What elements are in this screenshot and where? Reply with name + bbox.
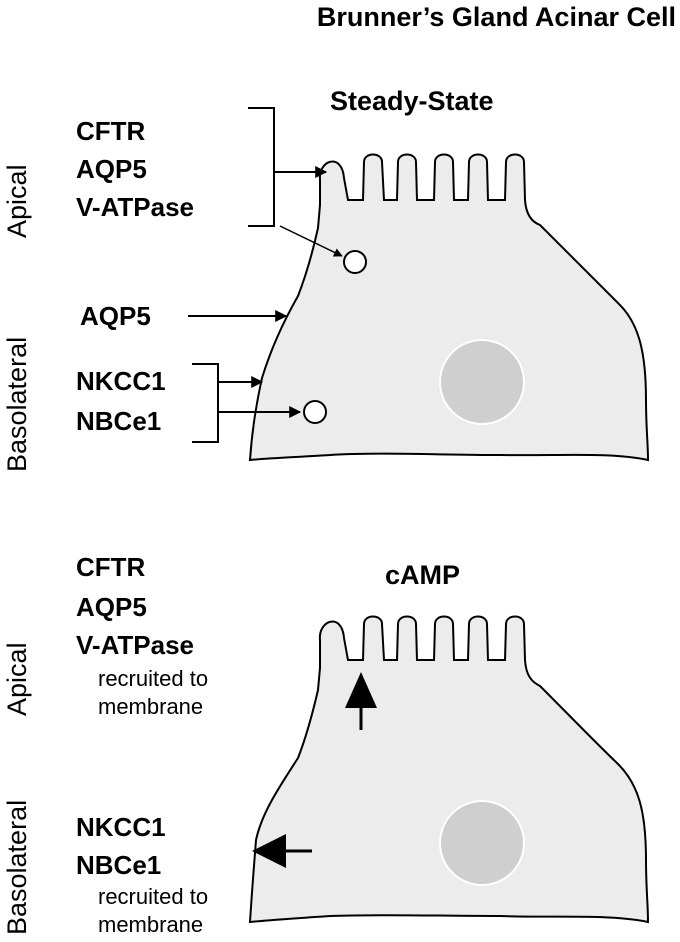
steady-apical-vatpase: V-ATPase [76, 192, 195, 222]
camp-apical-note-line1: recruited to [98, 666, 209, 691]
camp-basolateral-arrow-head [252, 834, 286, 868]
steady-cell-outline [248, 153, 650, 462]
steady-apical-cftr: CFTR [76, 116, 146, 146]
camp-apical-aqp5: AQP5 [76, 592, 147, 622]
camp-nucleus [439, 800, 525, 886]
camp-title: cAMP [385, 560, 461, 590]
steady-nucleus [439, 339, 525, 425]
camp-basolateral-note-line2: membrane [98, 912, 204, 937]
camp-cell-outline [248, 615, 650, 924]
camp-apical-arrow-head [345, 672, 377, 708]
steady-state-title: Steady-State [330, 86, 494, 116]
steady-basolateral-nkcc1: NKCC1 [76, 366, 166, 396]
steady-apical-bracket [248, 107, 275, 227]
steady-basolateral-bracket [192, 363, 219, 443]
steady-basolateral-aqp5: AQP5 [80, 301, 151, 331]
camp-basolateral-nbce1: NBCe1 [76, 850, 162, 880]
camp-apical-note-line2: membrane [98, 694, 204, 719]
camp-apical-cftr: CFTR [76, 552, 146, 582]
steady-basolateral-nbce1: NBCe1 [76, 406, 162, 436]
steady-apical-vesicle [343, 250, 367, 274]
camp-basolateral-note-line1: recruited to [98, 884, 209, 909]
steady-vatpase-pointer [279, 225, 343, 257]
steady-apical-aqp5: AQP5 [76, 154, 147, 184]
camp-basolateral-nkcc1: NKCC1 [76, 812, 166, 842]
camp-apical-vatpase: V-ATPase [76, 630, 195, 660]
steady-basolateral-vesicle [303, 400, 327, 424]
